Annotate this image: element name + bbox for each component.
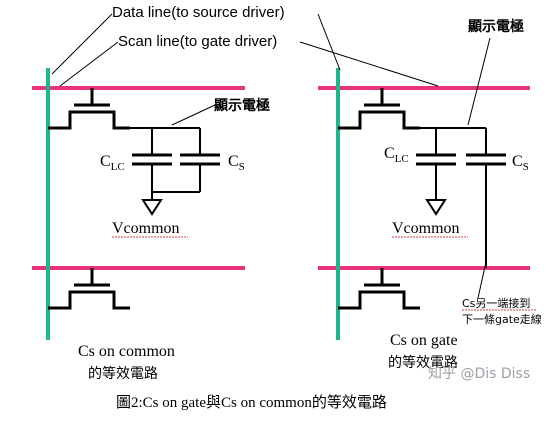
right-clc-label: CLC	[384, 145, 409, 165]
right-tft-top	[338, 88, 420, 130]
left-tft-bottom	[48, 268, 130, 310]
data-line-pointer-right	[317, 13, 341, 71]
left-title-line1: Cs on common	[78, 343, 175, 360]
left-display-electrode-label: 顯示電極	[214, 97, 270, 114]
right-cap-network	[416, 37, 506, 299]
figure-caption: 圖2:Cs on gate與Cs on common的等效電路	[116, 393, 387, 411]
scan-line-pointer-left	[59, 41, 119, 87]
left-circuit: 顯示電極 CLC CS Vcommon Cs on common 的等效電路	[32, 68, 270, 382]
right-title-line2: 的等效電路	[388, 354, 458, 371]
cs-note-line1: Cs另一端接到	[462, 297, 530, 310]
right-title-line1: Cs on gate	[390, 332, 458, 349]
scan-line-pointer-right	[299, 41, 439, 87]
left-vcommon-label: Vcommon	[112, 220, 180, 237]
left-cap-network	[130, 104, 220, 216]
header-labels: Data line(to source driver) Scan line(to…	[51, 4, 439, 87]
right-vcommon-label: Vcommon	[392, 220, 460, 237]
left-tft-top	[48, 88, 130, 130]
left-clc-label: CLC	[100, 153, 125, 173]
left-title-line2: 的等效電路	[88, 365, 158, 382]
watermark: 知乎 @Dis Diss	[428, 365, 530, 382]
left-cs-label: CS	[228, 153, 245, 173]
cs-note-line2: 下一條gate走線	[462, 312, 542, 326]
data-line-label: Data line(to source driver)	[112, 4, 285, 21]
right-tft-bottom	[338, 268, 420, 310]
right-circuit: 顯示電極 CLC CS Vcommon Cs另一端接到 下一條gate走線 Cs…	[318, 18, 542, 371]
data-line-pointer-left	[51, 13, 113, 75]
scan-line-label: Scan line(to gate driver)	[118, 33, 277, 50]
right-display-electrode-label: 顯示電極	[468, 18, 524, 35]
right-cs-label: CS	[512, 153, 529, 173]
